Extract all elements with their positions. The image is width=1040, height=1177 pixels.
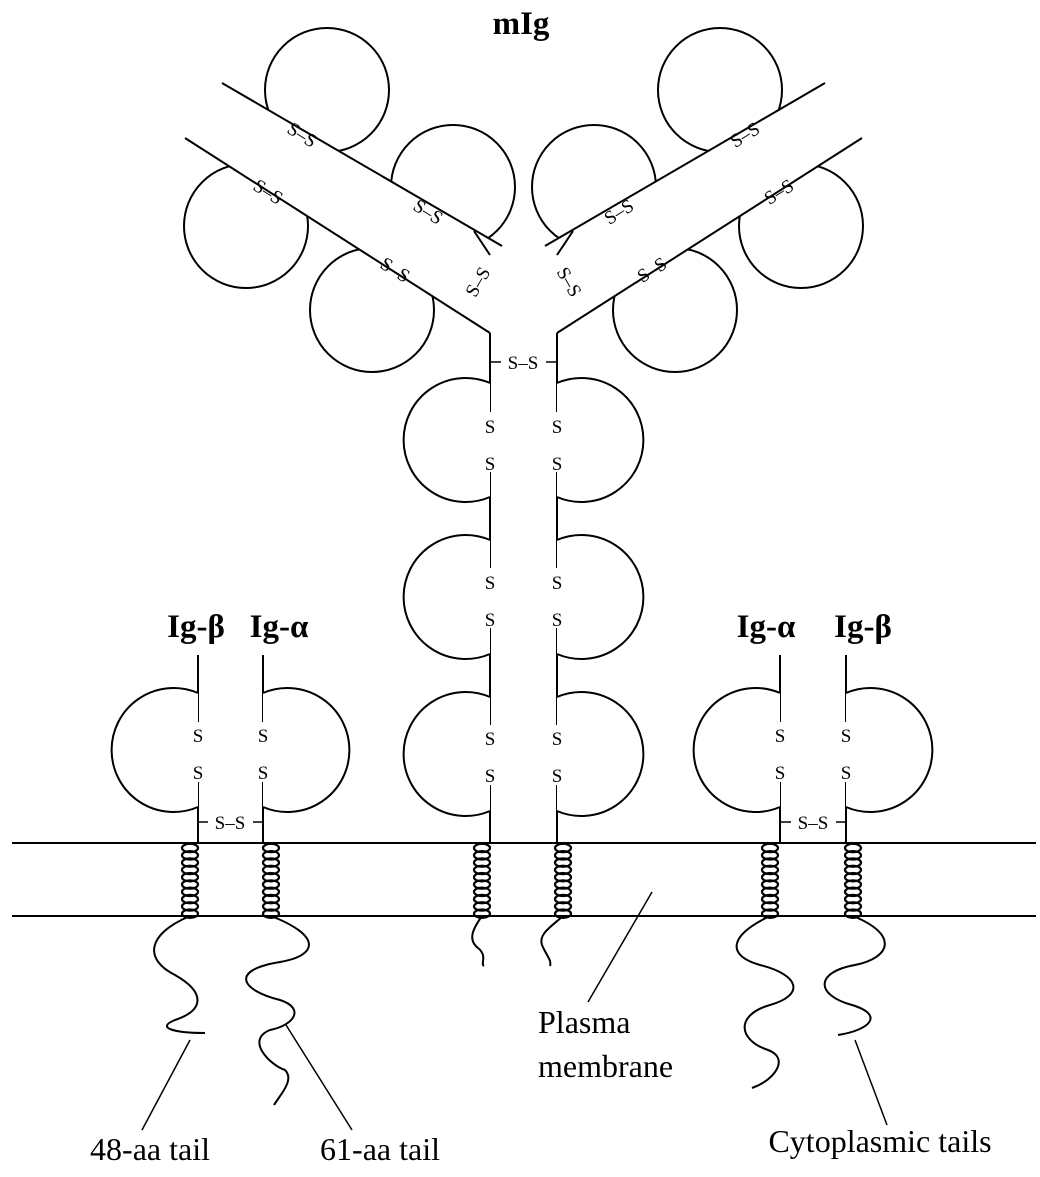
transmembrane-helices xyxy=(180,842,863,919)
sulfur-label: S xyxy=(841,726,852,747)
sulfur-label: S xyxy=(552,573,563,594)
mig-heavy-chain-stems xyxy=(489,333,558,843)
left-ig-heterodimer: S S S S S–S xyxy=(110,655,351,843)
label-membrane: membrane xyxy=(538,1048,673,1084)
tail-mig-left xyxy=(471,915,485,967)
mig-left-constant-domains xyxy=(402,377,491,817)
tail-mig-right xyxy=(540,915,564,967)
label-right-ig-alpha: Ig-α xyxy=(737,609,796,645)
left-fab-arm: S–S S–S S–S S–S S–S xyxy=(183,27,516,373)
sulfur-label: S xyxy=(193,726,204,747)
tail-right-ig-beta xyxy=(823,915,886,1036)
disulfide-bond-label: S–S xyxy=(508,353,539,374)
label-left-ig-beta: Ig-β xyxy=(167,609,225,645)
label-right-ig-beta: Ig-β xyxy=(834,609,892,645)
sulfur-label: S xyxy=(485,766,496,787)
sulfur-label: S xyxy=(552,454,563,475)
tail-left-ig-alpha xyxy=(245,915,310,1106)
disulfide-bond-label: S–S xyxy=(798,813,829,834)
sulfur-label: S xyxy=(258,763,269,784)
sulfur-label: S xyxy=(485,610,496,631)
sulfur-label: S xyxy=(841,763,852,784)
sulfur-label: S xyxy=(552,729,563,750)
sulfur-label: S xyxy=(485,454,496,475)
right-fab-arm: S–S S–S S–S S–S S–S xyxy=(531,27,864,373)
sulfur-label: S xyxy=(258,726,269,747)
transmembrane-helix xyxy=(180,842,200,919)
tail-left-ig-beta xyxy=(153,915,206,1034)
label-plasma: Plasma xyxy=(538,1004,630,1040)
leader-lines xyxy=(141,891,888,1131)
sulfur-label: S xyxy=(775,763,786,784)
sulfur-label: S xyxy=(775,726,786,747)
sulfur-label: S xyxy=(485,417,496,438)
sulfur-label: S xyxy=(552,417,563,438)
tail-right-ig-alpha xyxy=(735,915,795,1089)
label-61-aa-tail: 61-aa tail xyxy=(320,1131,440,1167)
right-ig-heterodimer: S S S S S–S xyxy=(692,655,934,843)
transmembrane-helix xyxy=(553,842,573,919)
sulfur-label: S xyxy=(485,573,496,594)
label-48-aa-tail: 48-aa tail xyxy=(90,1131,210,1167)
plasma-membrane xyxy=(12,842,1036,917)
stem-disulfide-labels: S S S S S S S S S S S S xyxy=(480,412,567,787)
sulfur-label: S xyxy=(193,763,204,784)
hinge-disulfide: S–S xyxy=(490,352,557,374)
cytoplasmic-tails xyxy=(153,915,886,1106)
transmembrane-helix xyxy=(760,842,780,919)
transmembrane-helix xyxy=(843,842,863,919)
transmembrane-helix xyxy=(472,842,492,919)
sulfur-label: S xyxy=(552,766,563,787)
diagram-title: mIg xyxy=(493,6,550,42)
label-left-ig-alpha: Ig-α xyxy=(250,609,309,645)
mig-right-constant-domains xyxy=(556,377,645,817)
disulfide-bond-label: S–S xyxy=(215,813,246,834)
sulfur-label: S xyxy=(485,729,496,750)
label-cytoplasmic-tails: Cytoplasmic tails xyxy=(768,1123,991,1159)
sulfur-label: S xyxy=(552,610,563,631)
transmembrane-helix xyxy=(261,842,281,919)
